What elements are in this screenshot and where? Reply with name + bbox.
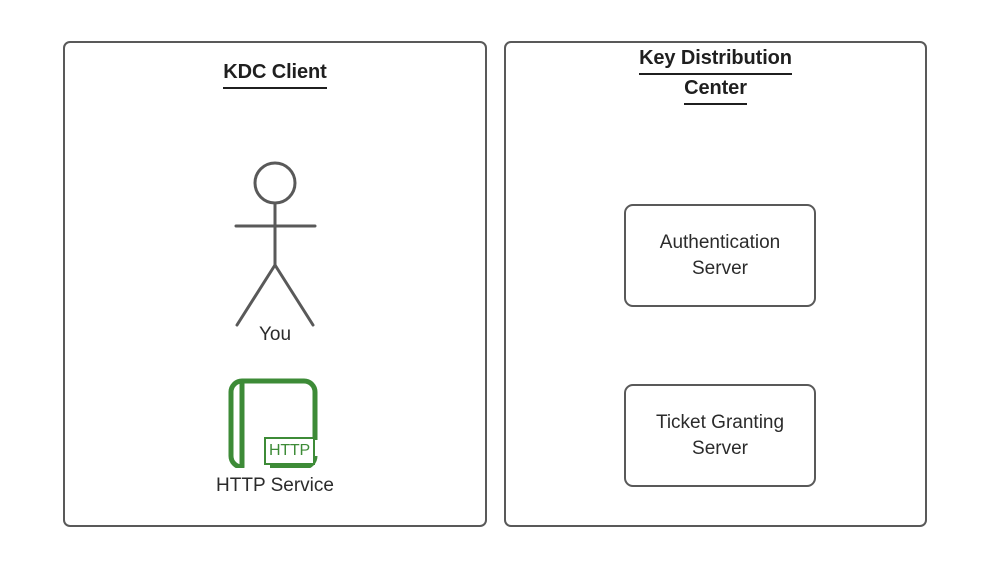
panel-kdc-client-title-text: KDC Client	[223, 59, 327, 89]
ticket-granting-server-label-line1: Ticket Granting	[655, 411, 785, 433]
ticket-granting-server-label-line2: Server	[692, 437, 748, 459]
authentication-server-label-line1: Authentication	[659, 231, 781, 253]
http-badge-text: HTTP	[269, 442, 310, 459]
actor-label: You	[258, 324, 292, 345]
http-badge: HTTP	[264, 437, 315, 465]
actor-stick-figure-icon	[212, 155, 340, 335]
authentication-server-box: Authentication Server	[624, 204, 816, 307]
ticket-granting-server-box: Ticket Granting Server	[624, 384, 816, 487]
authentication-server-label-line2: Server	[692, 257, 748, 279]
http-service-label: HTTP Service	[216, 475, 334, 496]
panel-kdc-title-line2: Center	[684, 75, 747, 105]
panel-key-distribution-center-title: Key Distribution Center	[504, 45, 927, 105]
panel-kdc-client-title: KDC Client	[63, 59, 487, 89]
panel-kdc-title-line1: Key Distribution	[639, 45, 792, 75]
